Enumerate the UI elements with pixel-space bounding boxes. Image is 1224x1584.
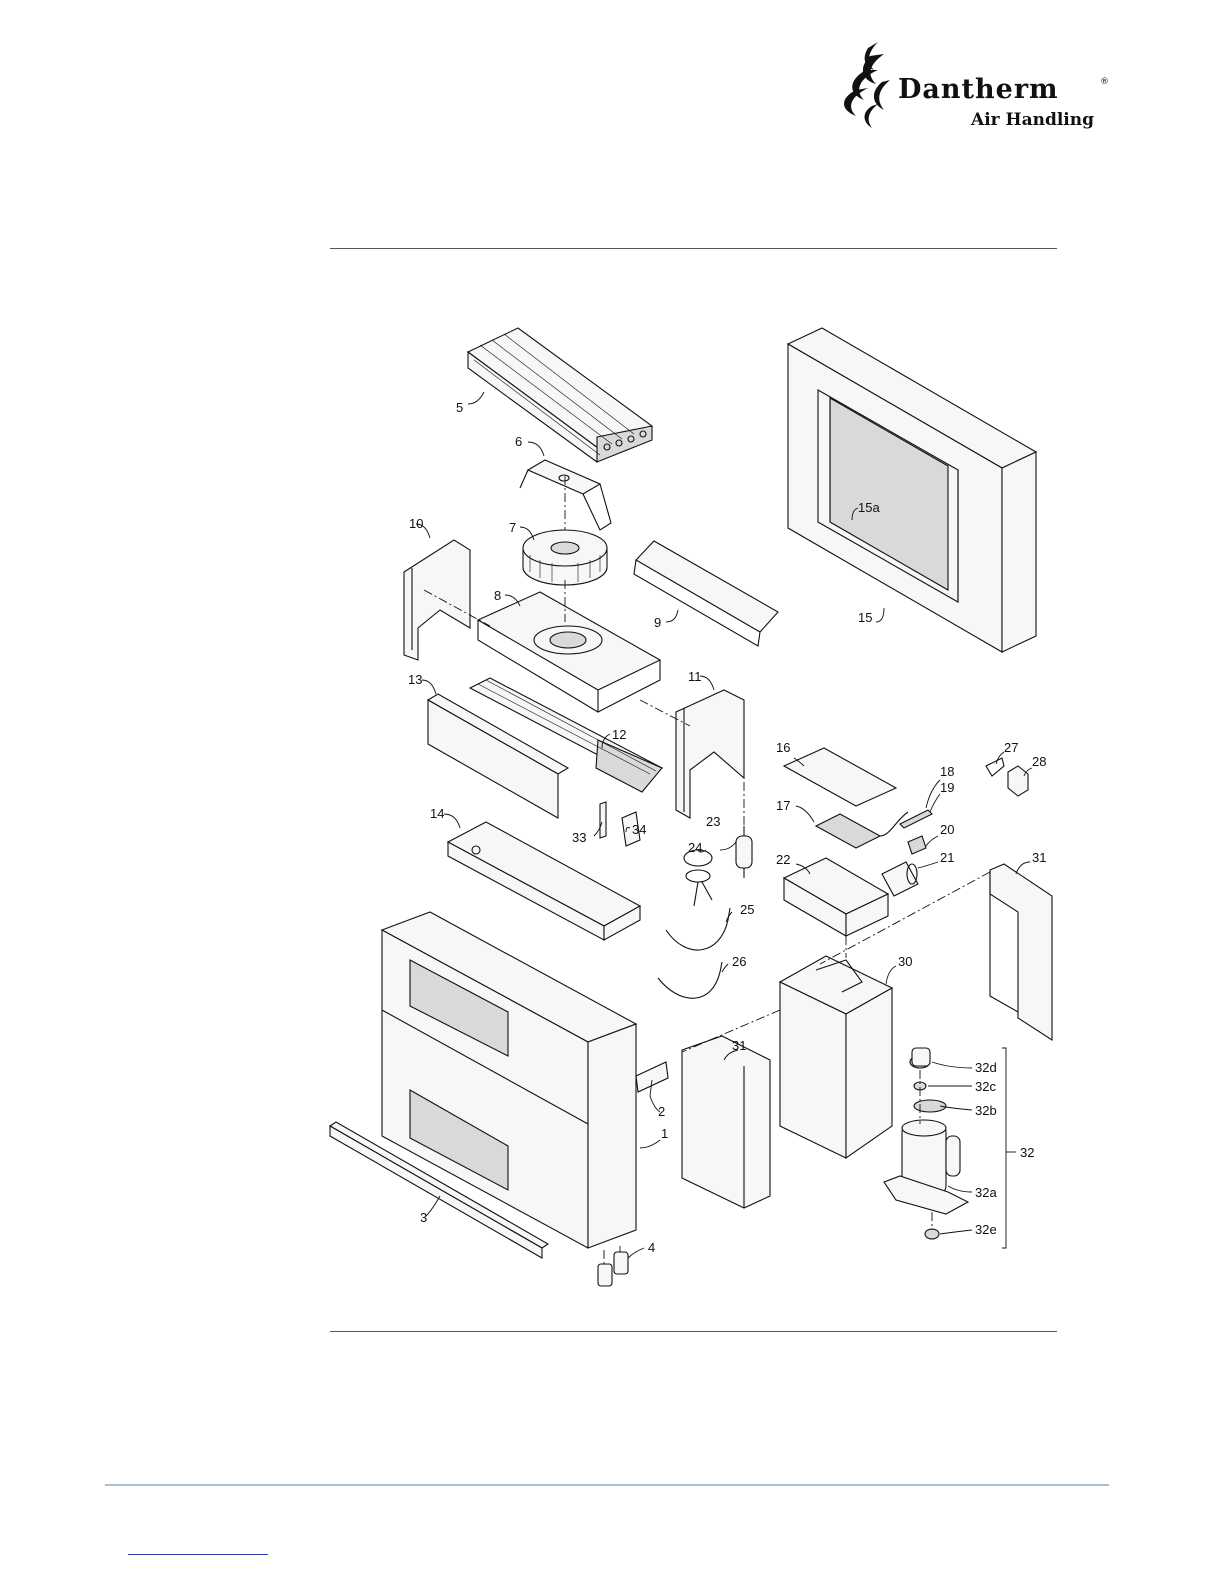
part-11-side-panel — [676, 690, 744, 818]
part-14-drain-tray — [448, 822, 640, 940]
label-part-4: 4 — [648, 1240, 655, 1255]
label-part-32a: 32a — [975, 1185, 997, 1200]
label-part-32c: 32c — [975, 1079, 996, 1094]
part-30-compressor-frame — [780, 956, 892, 1158]
label-part-7: 7 — [509, 520, 516, 535]
label-part-15: 15 — [858, 610, 872, 625]
part-9-sheet — [634, 541, 778, 646]
label-part-34: 34 — [632, 822, 646, 837]
label-part-12: 12 — [612, 727, 626, 742]
label-part-33: 33 — [572, 830, 586, 845]
label-part-11: 11 — [688, 669, 702, 684]
label-part-5: 5 — [456, 400, 463, 415]
part-4-service-valves — [598, 1252, 628, 1286]
part-23-filter-drier — [736, 826, 752, 878]
part-7-fan-wheel — [523, 530, 607, 585]
part-18-19-connector — [880, 810, 932, 836]
label-part-24: 24 — [688, 840, 702, 855]
part-15-outer-frame — [788, 328, 1036, 652]
label-part-14: 14 — [430, 806, 444, 821]
label-part-15a: 15a — [858, 500, 880, 515]
label-part-28: 28 — [1032, 754, 1046, 769]
part-31-side-panel-right — [990, 864, 1052, 1040]
part-21-capacitor — [882, 862, 918, 896]
label-part-32e: 32e — [975, 1222, 997, 1237]
label-part-13: 13 — [408, 672, 422, 687]
part-17-pcb — [816, 814, 880, 848]
label-part-6: 6 — [515, 434, 522, 449]
label-part-2: 2 — [658, 1104, 665, 1119]
part-20-terminal — [908, 836, 926, 854]
part-10-side-panel — [404, 540, 470, 660]
label-part-30: 30 — [898, 954, 912, 969]
label-part-16: 16 — [776, 740, 790, 755]
part-2-label-plate — [636, 1062, 668, 1092]
label-part-31-lower: 31 — [732, 1038, 746, 1053]
label-part-17: 17 — [776, 798, 790, 813]
label-part-32: 32 — [1020, 1145, 1034, 1160]
label-part-25: 25 — [740, 902, 754, 917]
part-27-sensor — [986, 758, 1004, 776]
label-part-1: 1 — [661, 1126, 668, 1141]
part-33-bracket — [600, 802, 606, 838]
label-part-20: 20 — [940, 822, 954, 837]
part-26-pipe — [658, 962, 722, 998]
part-5-coil — [468, 328, 652, 462]
part-6-bracket — [520, 460, 611, 530]
label-part-8: 8 — [494, 588, 501, 603]
label-part-27: 27 — [1004, 740, 1018, 755]
label-part-10: 10 — [409, 516, 423, 531]
label-part-19: 19 — [940, 780, 954, 795]
part-24-valve — [684, 850, 712, 906]
label-part-32b: 32b — [975, 1103, 997, 1118]
label-part-32d: 32d — [975, 1060, 997, 1075]
label-part-23: 23 — [706, 814, 720, 829]
label-part-31-upper: 31 — [1032, 850, 1046, 865]
label-part-9: 9 — [654, 615, 661, 630]
part-22-electrical-box — [784, 858, 888, 936]
label-part-3: 3 — [420, 1210, 427, 1225]
part-31-side-panel-left — [682, 1036, 770, 1208]
part-1-cabinet — [382, 912, 636, 1248]
label-part-22: 22 — [776, 852, 790, 867]
part-16-cover-plate — [784, 748, 896, 806]
part-32-compressor — [884, 1048, 968, 1239]
label-part-26: 26 — [732, 954, 746, 969]
label-part-18: 18 — [940, 764, 954, 779]
part-25-pipe — [666, 908, 730, 950]
part-28-switch — [1008, 766, 1028, 796]
label-part-21: 21 — [940, 850, 954, 865]
